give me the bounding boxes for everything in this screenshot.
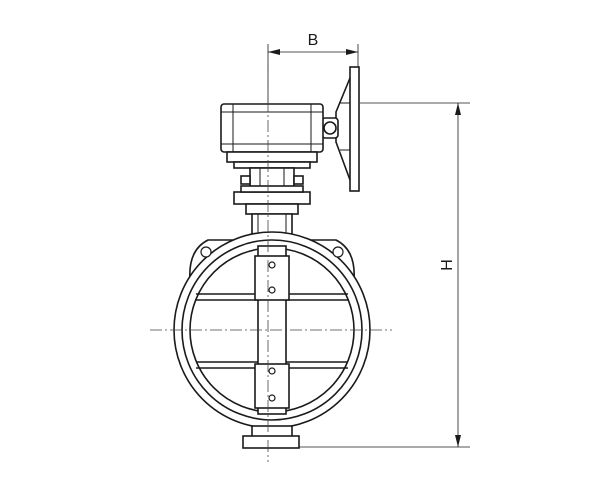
dimension-h: H — [290, 102, 470, 448]
dimension-h-label: H — [439, 259, 456, 271]
bottom-trunnion — [242, 425, 300, 449]
handwheel — [321, 66, 360, 192]
center-lines — [150, 60, 392, 462]
gearbox — [220, 103, 324, 169]
dimension-b: B — [267, 32, 359, 104]
bracket — [233, 167, 311, 215]
dimension-b-label: B — [308, 32, 319, 49]
